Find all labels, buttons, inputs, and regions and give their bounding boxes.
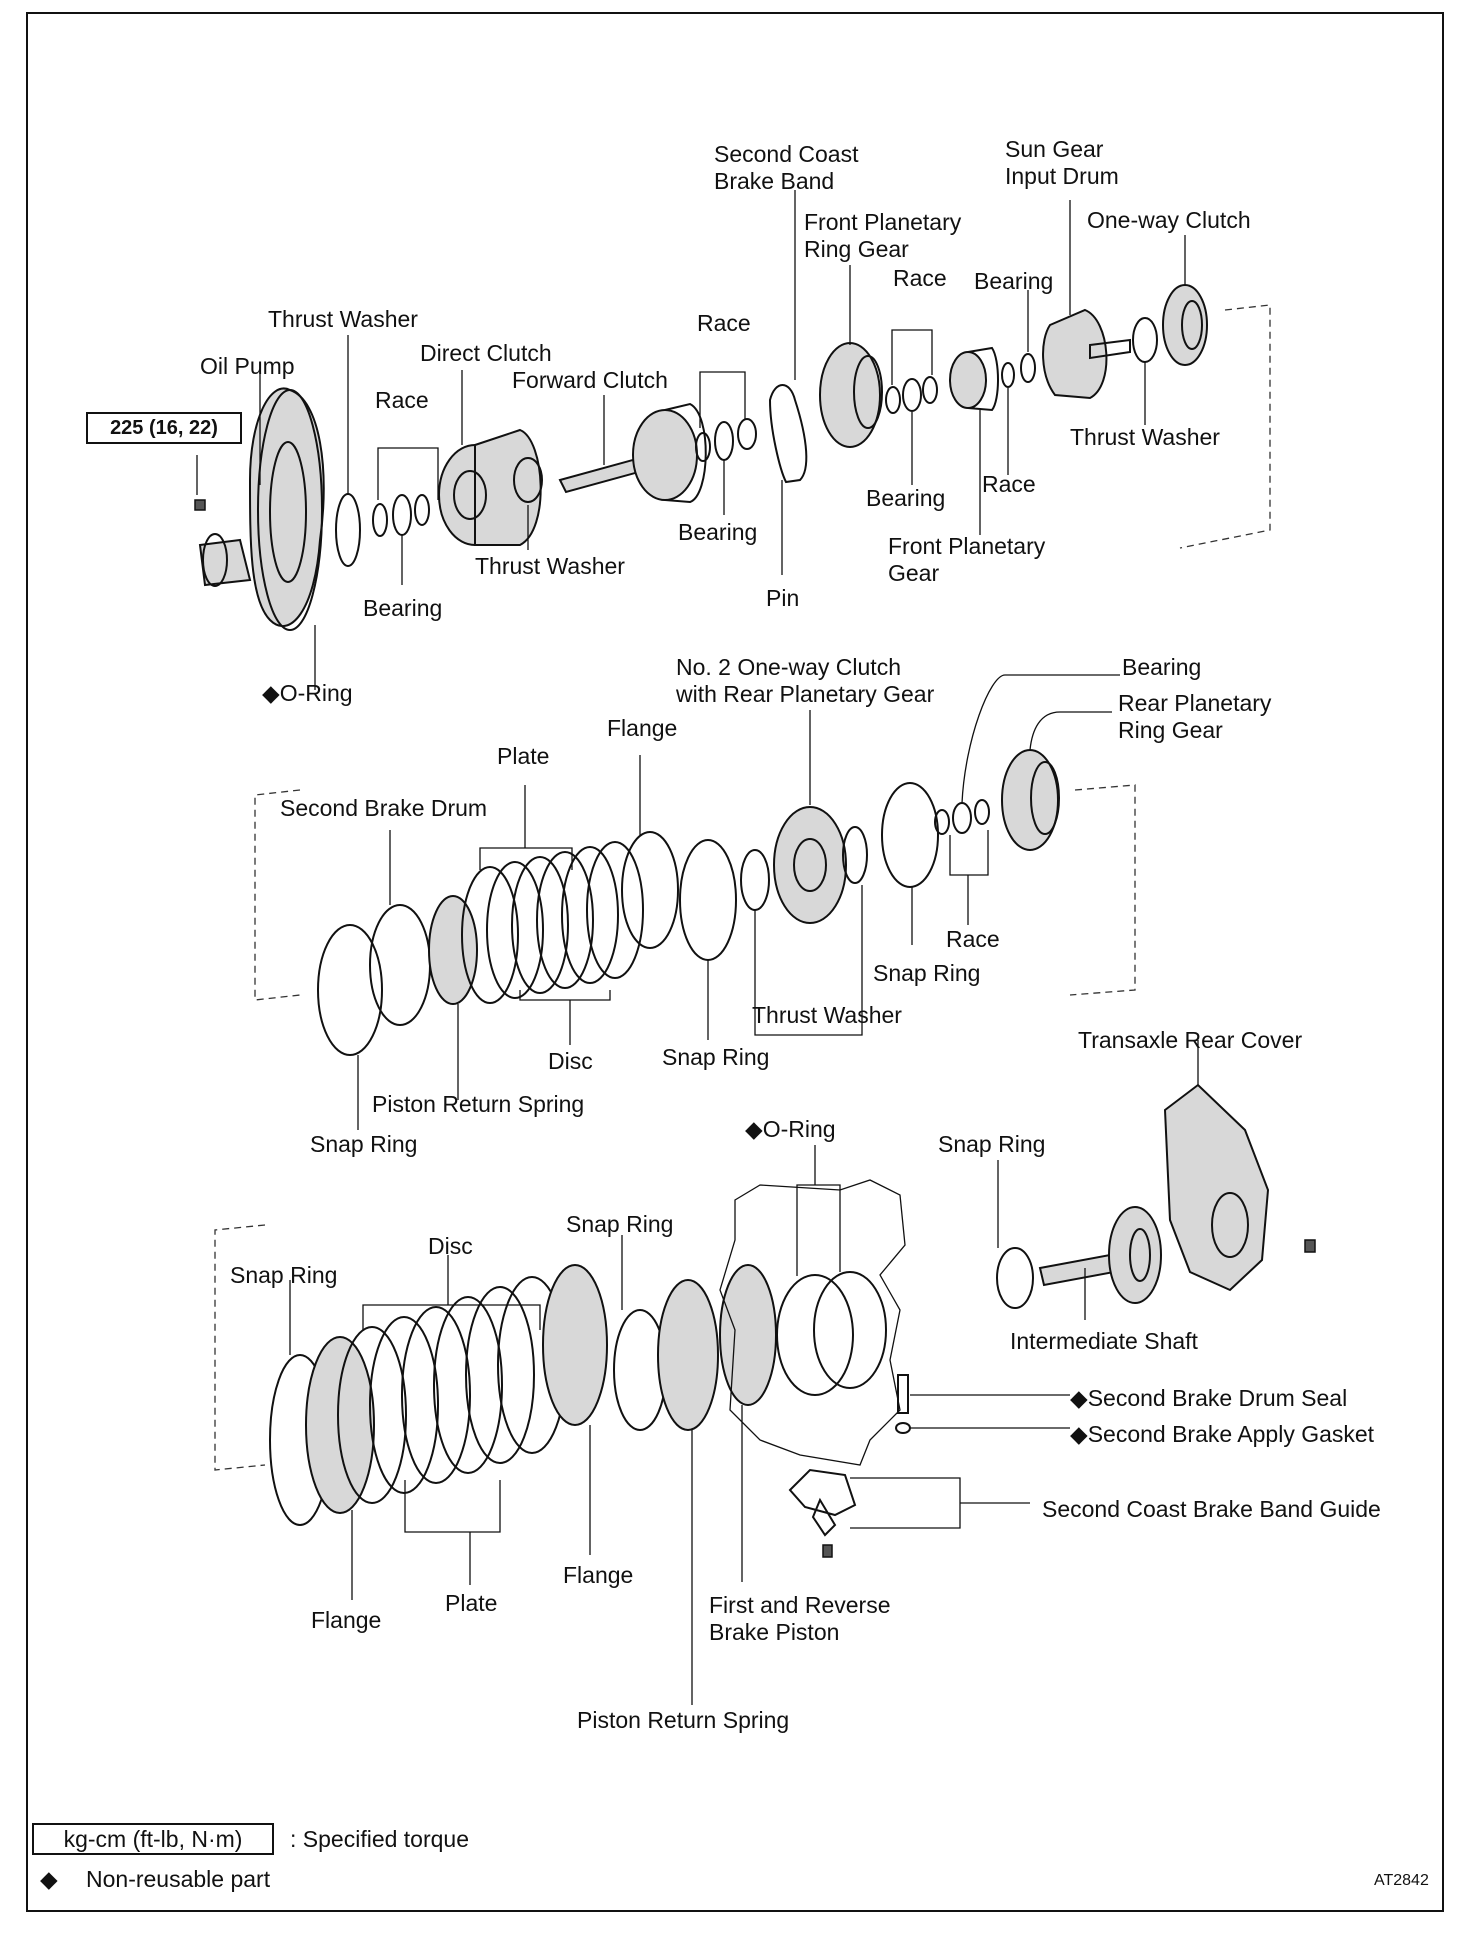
piston-spring-1-part [428, 895, 478, 1005]
label-race-5: Race [946, 926, 1000, 952]
label-bearing-3: Bearing [866, 485, 946, 511]
label-thrust-washer-3: Thrust Washer [1070, 424, 1220, 450]
label-oil-pump: Oil Pump [200, 353, 295, 379]
label-snap-ring-1: Snap Ring [310, 1131, 418, 1157]
label-disc-2: Disc [428, 1233, 473, 1259]
snap-ring-1-part [317, 924, 383, 1056]
one-way-clutch-part [1162, 284, 1208, 366]
label-snap-ring-5: Snap Ring [566, 1211, 674, 1237]
label-sun-gear-2: Input Drum [1005, 163, 1119, 189]
label-piston-spring-1: Piston Return Spring [372, 1091, 585, 1117]
label-front-gear-1: Front Planetary [888, 533, 1046, 559]
label-drum-seal: ◆Second Brake Drum Seal [1070, 1385, 1348, 1411]
reverse-piston-part [657, 1264, 777, 1431]
label-brake-band-1: Second Coast [714, 141, 859, 167]
figure-code: AT2842 [1374, 1872, 1429, 1889]
clutch-pack-2 [305, 1264, 608, 1514]
label-brake-band-2: Brake Band [714, 168, 835, 194]
front-ring-gear-part [819, 342, 883, 448]
label-no2-clutch-2: with Rear Planetary Gear [676, 681, 935, 707]
label-front-ring-gear-2: Ring Gear [804, 236, 909, 262]
rear-cover-part [1163, 1083, 1270, 1292]
label-rear-cover: Transaxle Rear Cover [1078, 1027, 1303, 1053]
label-front-gear-2: Gear [888, 560, 940, 586]
snap-ring-2-part [679, 839, 737, 961]
thrust-washer-1-part [335, 493, 361, 567]
label-race-1: Race [375, 387, 429, 413]
label-second-brake-drum: Second Brake Drum [280, 795, 488, 821]
label-direct-clutch: Direct Clutch [420, 340, 552, 366]
oil-pump-part [194, 387, 325, 631]
brake-band-part [768, 384, 808, 484]
label-thrust-washer-2: Thrust Washer [475, 553, 625, 579]
label-snap-ring-6: Snap Ring [938, 1131, 1046, 1157]
label-thrust-washer-1: Thrust Washer [268, 306, 418, 332]
label-one-way-clutch: One-way Clutch [1087, 207, 1251, 233]
o-ring-2-part [776, 1274, 854, 1396]
label-rear-ring-gear-1: Rear Planetary [1118, 690, 1272, 716]
label-apply-gasket: ◆Second Brake Apply Gasket [1070, 1421, 1375, 1447]
label-race-2: Race [697, 310, 751, 336]
label-pin: Pin [766, 585, 800, 611]
label-intermediate-shaft: Intermediate Shaft [1010, 1328, 1198, 1354]
front-planetary-gear-part [949, 346, 999, 412]
label-o-ring-1: ◆O-Ring [262, 680, 353, 706]
label-rear-ring-gear-2: Ring Gear [1118, 717, 1223, 743]
label-disc-1: Disc [548, 1048, 593, 1074]
no2-one-way-clutch-part [740, 806, 868, 924]
label-bearing-2: Bearing [678, 519, 758, 545]
label-front-ring-gear-1: Front Planetary [804, 209, 962, 235]
legend-non-reusable-desc: Non-reusable part [86, 1866, 271, 1892]
snap-ring-6-part [996, 1247, 1034, 1309]
label-bearing-4: Bearing [974, 268, 1054, 294]
label-o-ring-2: ◆O-Ring [745, 1116, 836, 1142]
label-flange-2: Flange [311, 1607, 382, 1633]
label-piston-spring-2: Piston Return Spring [577, 1707, 790, 1733]
forward-clutch-part [558, 402, 707, 504]
transaxle-case-part [719, 1179, 906, 1466]
legend-diamond-symbol: ◆ [40, 1866, 58, 1892]
label-plate-1: Plate [497, 743, 550, 769]
label-thrust-washer-4: Thrust Washer [752, 1002, 902, 1028]
band-guide-part [788, 1468, 857, 1537]
label-sun-gear-1: Sun Gear [1005, 136, 1104, 162]
rear-ring-gear-part [1001, 749, 1060, 851]
diagram-frame [26, 12, 1444, 1912]
legend-torque-unit: kg-cm (ft-lb, N·m) [32, 1823, 274, 1855]
label-plate-2: Plate [445, 1590, 498, 1616]
label-flange-1: Flange [607, 715, 678, 741]
label-snap-ring-3: Snap Ring [873, 960, 981, 986]
snap-ring-3-part [881, 782, 939, 888]
torque-spec-box: 225 (16, 22) [86, 412, 242, 444]
label-reverse-piston-1: First and Reverse [709, 1592, 891, 1618]
label-forward-clutch: Forward Clutch [512, 367, 668, 393]
label-race-3: Race [893, 265, 947, 291]
clutch-pack-1 [461, 831, 679, 1004]
label-snap-ring-2: Snap Ring [662, 1044, 770, 1070]
label-no2-clutch-1: No. 2 One-way Clutch [676, 654, 901, 680]
sun-gear-drum-part [1042, 308, 1131, 400]
label-flange-3: Flange [563, 1562, 634, 1588]
direct-clutch-part [438, 428, 542, 546]
label-band-guide: Second Coast Brake Band Guide [1042, 1496, 1381, 1522]
intermediate-shaft-part [1038, 1206, 1162, 1304]
label-race-4: Race [982, 471, 1036, 497]
legend-torque-desc: : Specified torque [290, 1826, 470, 1852]
label-bearing-5: Bearing [1122, 654, 1202, 680]
label-reverse-piston-2: Brake Piston [709, 1619, 840, 1645]
label-snap-ring-4: Snap Ring [230, 1262, 338, 1288]
label-bearing-1: Bearing [363, 595, 443, 621]
